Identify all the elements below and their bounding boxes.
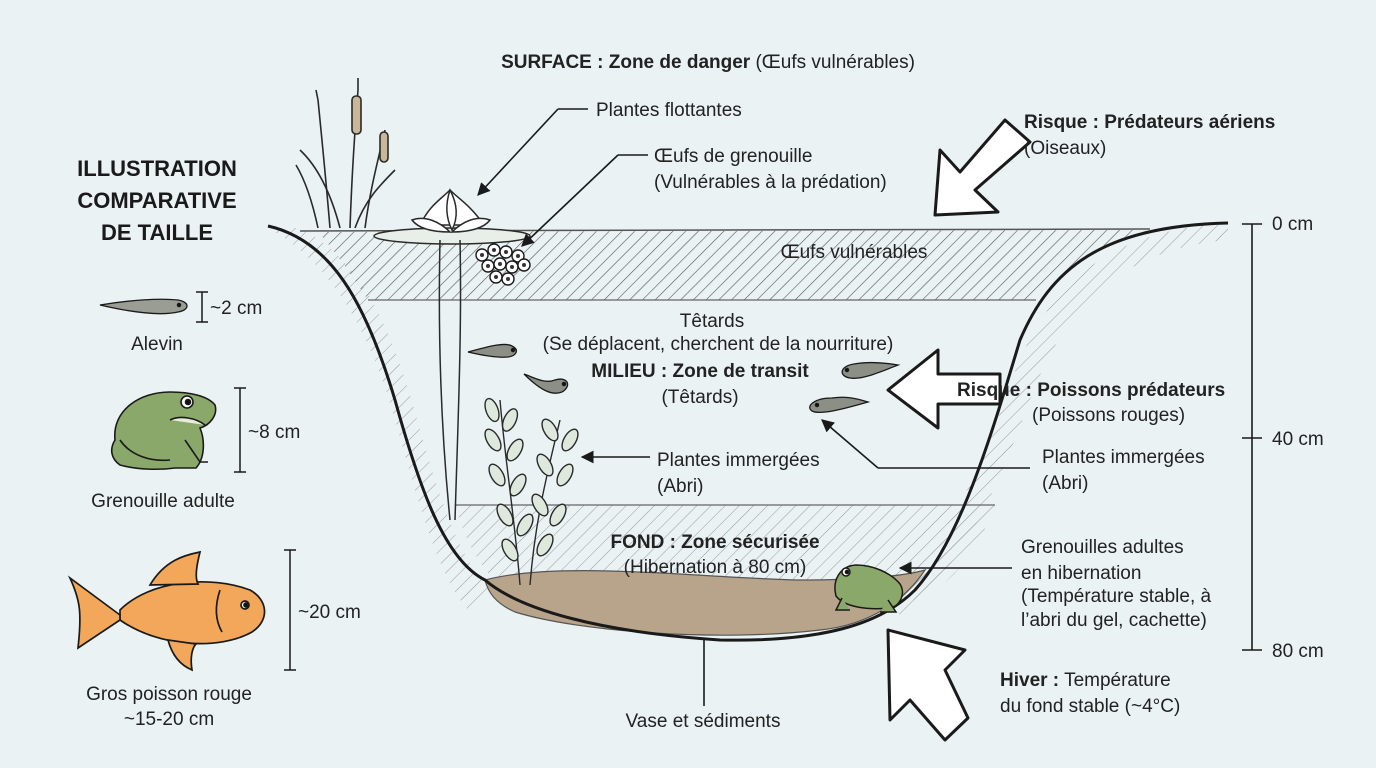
eggs-label-2: (Vulnérables à la prédation) [654, 172, 887, 193]
comparison-title-line-1: ILLUSTRATION [77, 156, 237, 181]
tadpole-icon [841, 361, 901, 379]
frog-eggs-icon [475, 243, 531, 286]
surface-layer [318, 230, 1140, 300]
submerged-right-label-2: (Abri) [1042, 473, 1088, 494]
bottom-zone-title: FOND : Zone sécurisée [610, 532, 819, 553]
mud-label: Vase et sédiments [626, 711, 781, 732]
fish-predator-arrow [886, 348, 1002, 430]
bottom-zone-sub: (Hibernation à 80 cm) [624, 557, 807, 578]
winter-line-1: Hiver : Température [1000, 670, 1171, 691]
submerged-left-label-2: (Abri) [657, 476, 703, 497]
adult-frog-icon [110, 391, 217, 471]
middle-zone-title: MILIEU : Zone de transit [591, 361, 809, 382]
hibernation-label-2: en hibernation [1021, 563, 1141, 584]
lily-plant [373, 188, 531, 521]
fish-risk-title: Risque : Poissons prédateurs [957, 380, 1225, 401]
tadpoles-label-1: Têtards [680, 311, 744, 332]
frog-scale [234, 387, 246, 473]
air-risk-title: Risque : Prédateurs aériens [1024, 112, 1275, 133]
goldfish-icon [67, 550, 266, 672]
eggs-zone-label: Œufs vulnérables [781, 242, 928, 263]
cattail-plants [295, 78, 396, 229]
winter-line-2: du fond stable (~4°C) [1000, 696, 1180, 717]
hibernating-frog-icon [834, 564, 904, 613]
surface-title: SURFACE : Zone de danger (Œufs vulnérabl… [501, 52, 915, 73]
submerged-right-label-1: Plantes immergées [1042, 447, 1205, 468]
basin-outline [267, 221, 1229, 642]
frog-measure: ~8 cm [248, 422, 300, 443]
tadpole-icon [523, 373, 569, 394]
floating-plants-label: Plantes flottantes [596, 100, 742, 121]
tadpole-icon [809, 396, 871, 414]
frog-label: Grenouille adulte [91, 491, 235, 512]
submerged-left-label-1: Plantes immergées [657, 450, 820, 471]
submerged-plant [484, 397, 579, 586]
alevin-scale [196, 291, 208, 323]
winter-arrow [886, 628, 970, 742]
air-predator-arrow [933, 118, 1032, 217]
comparison-title-line-3: DE TAILLE [101, 220, 213, 245]
middle-zone-sub: (Têtards) [661, 387, 738, 408]
goldfish-measure: ~20 cm [298, 602, 361, 623]
alevin-label: Alevin [131, 334, 183, 355]
eggs-label-1: Œufs de grenouille [654, 146, 812, 167]
hibernation-label-3: (Température stable, à [1021, 586, 1212, 607]
depth-scale [1242, 223, 1262, 651]
hibernation-label-4: l’abri du gel, cachette) [1021, 610, 1207, 631]
fish-risk-sub: (Poissons rouges) [1032, 405, 1185, 426]
goldfish-scale [284, 549, 296, 671]
leader-lines [477, 108, 1030, 706]
goldfish-label-2: ~15-20 cm [124, 709, 214, 730]
depth-40: 40 cm [1272, 429, 1324, 450]
alevin-icon [99, 298, 188, 315]
tadpole-icon [467, 343, 517, 358]
tadpoles [467, 343, 901, 414]
depth-80: 80 cm [1272, 641, 1324, 662]
alevin-measure: ~2 cm [210, 298, 262, 319]
goldfish-label-1: Gros poisson rouge [86, 684, 252, 705]
hibernation-label-1: Grenouilles adultes [1021, 537, 1184, 558]
comparison-title-line-2: COMPARATIVE [77, 188, 236, 213]
tadpoles-label-2: (Se déplacent, cherchent de la nourritur… [543, 334, 894, 355]
air-risk-sub: (Oiseaux) [1024, 138, 1106, 159]
depth-0: 0 cm [1272, 214, 1313, 235]
pond [267, 221, 1229, 642]
